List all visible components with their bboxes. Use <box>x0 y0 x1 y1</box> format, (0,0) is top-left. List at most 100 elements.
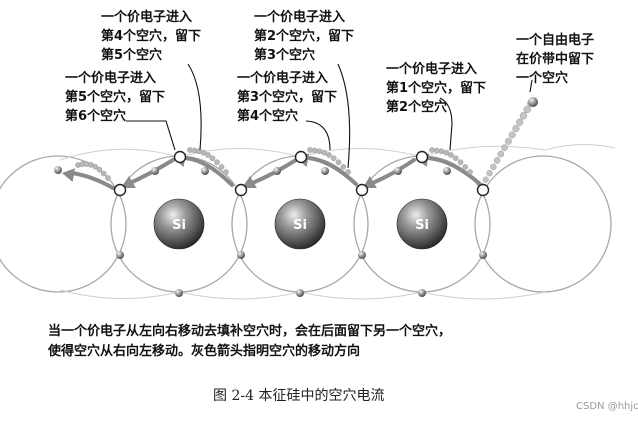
si-atom <box>396 198 448 250</box>
annotation-line: 一个价电子进入 <box>254 10 346 25</box>
trail-dot <box>467 169 473 175</box>
hole-arrow-head <box>363 175 377 189</box>
trail-dot <box>311 147 318 154</box>
trail-dot <box>508 131 516 139</box>
hole-arrow <box>70 171 115 190</box>
trail-dot <box>200 149 207 156</box>
valence-electron <box>443 167 451 175</box>
leader-line <box>126 120 176 151</box>
leader-line <box>305 120 331 151</box>
figure-caption: 图 2-4 本征硅中的空穴电流 <box>213 388 385 404</box>
description-line: 使得空穴从右向左移动。灰色箭头指明空穴的移动方向 <box>48 344 361 359</box>
description-line: 当一个价电子从左向右移动去填补空穴时，会在后面留下另一个空穴， <box>48 324 452 339</box>
hole <box>476 183 490 197</box>
trail-dot <box>100 170 107 177</box>
trail-dot <box>345 169 351 175</box>
trail-dot <box>92 163 98 170</box>
hole <box>415 150 429 164</box>
trail-dot <box>340 164 347 170</box>
trail-dot <box>316 148 323 155</box>
trail-dot <box>105 175 111 181</box>
trail-dot <box>512 124 520 133</box>
orbit-circle <box>474 155 612 293</box>
trail-dot <box>519 112 528 120</box>
annotation-line: 一个价电子进入 <box>65 71 157 86</box>
annotation-line: 第2个空穴 <box>386 100 448 115</box>
valence-electrons <box>54 97 538 297</box>
trail-dot <box>493 157 501 164</box>
valence-electron <box>479 251 487 259</box>
valence-electron <box>321 167 329 175</box>
valence-electron <box>175 289 183 297</box>
hole <box>234 183 248 197</box>
valence-electron <box>273 167 281 175</box>
valence-electron <box>54 166 62 174</box>
annotation-line: 一个价电子进入 <box>386 62 478 77</box>
valence-electron <box>237 251 245 259</box>
trail-dot <box>205 152 211 158</box>
trail-dot <box>448 152 454 158</box>
si-label: Si <box>293 218 307 233</box>
si-atom <box>274 198 326 250</box>
annotation-leader-lines <box>126 63 533 169</box>
annotation-line: 一个空穴 <box>516 71 569 86</box>
annotation-3rd-hole: 一个价电子进入 第3个空穴，留下 第4个空穴 <box>237 69 337 126</box>
valence-electron <box>418 289 426 297</box>
trail-dot <box>214 159 220 166</box>
trail-dot <box>433 147 440 154</box>
leader-line <box>439 97 453 151</box>
valence-electron <box>358 251 366 259</box>
trail-dot <box>516 118 524 126</box>
annotation-line: 第4个空穴，留下 <box>101 29 202 44</box>
annotation-4th-hole: 一个价电子进入 第4个空穴，留下 第5个空穴 <box>101 8 201 65</box>
annotation-line: 第5个空穴 <box>101 48 163 63</box>
trail-dot <box>96 166 103 173</box>
trail-dot <box>443 149 450 156</box>
valence-electron <box>151 167 159 175</box>
annotation-2nd-hole: 一个价电子进入 第2个空穴，留下 第3个空穴 <box>254 8 354 65</box>
hole-arrow-head <box>62 168 76 182</box>
trail-dot <box>223 169 229 175</box>
trail-dot <box>209 155 216 162</box>
annotation-line: 第3个空穴，留下 <box>237 90 338 105</box>
watermark: CSDN @hhjc <box>576 401 638 412</box>
hole <box>113 183 127 197</box>
hole-arrow <box>306 156 358 186</box>
trail-dot <box>330 155 337 162</box>
trail-dot <box>429 147 435 153</box>
annotation-line: 在价带中留下 <box>516 52 595 67</box>
annotation-line: 第6个空穴 <box>65 109 127 124</box>
trail-dot <box>218 164 225 170</box>
annotation-line: 一个价电子进入 <box>237 71 329 86</box>
valence-electron <box>394 167 402 175</box>
hole-arrow <box>183 156 234 187</box>
valence-electron <box>296 289 304 297</box>
annotation-line: 第1个空穴，留下 <box>386 81 487 96</box>
trail-dot <box>457 159 464 166</box>
annotation-line: 第3个空穴 <box>254 48 316 63</box>
description-text: 当一个价电子从左向右移动去填补空穴时，会在后面留下另一个空穴， 使得空穴从右向左… <box>48 322 451 362</box>
trail-dot <box>462 164 469 170</box>
trail-dot <box>326 152 332 158</box>
upper-bond-curve <box>59 143 616 161</box>
valence-electron <box>201 167 209 175</box>
trail-dot <box>321 149 328 156</box>
free-electron <box>528 97 538 107</box>
trail-dot <box>523 105 531 114</box>
si-label: Si <box>415 218 429 233</box>
annotation-free-electron: 一个自由电子 在价带中留下 一个空穴 <box>516 31 594 88</box>
annotation-line: 第5个空穴，留下 <box>65 90 166 105</box>
annotation-line: 一个自由电子 <box>516 33 595 48</box>
trail-dot <box>497 150 505 158</box>
annotation-line: 第4个空穴 <box>237 109 299 124</box>
annotation-5th-hole: 一个价电子进入 第5个空穴，留下 第6个空穴 <box>65 69 165 126</box>
trail-dot <box>486 170 493 177</box>
trail-dot <box>307 147 313 153</box>
hole-movement-arrows <box>62 153 482 190</box>
leader-line <box>337 63 351 169</box>
trail-dot <box>501 144 508 152</box>
leader-line <box>529 79 533 93</box>
